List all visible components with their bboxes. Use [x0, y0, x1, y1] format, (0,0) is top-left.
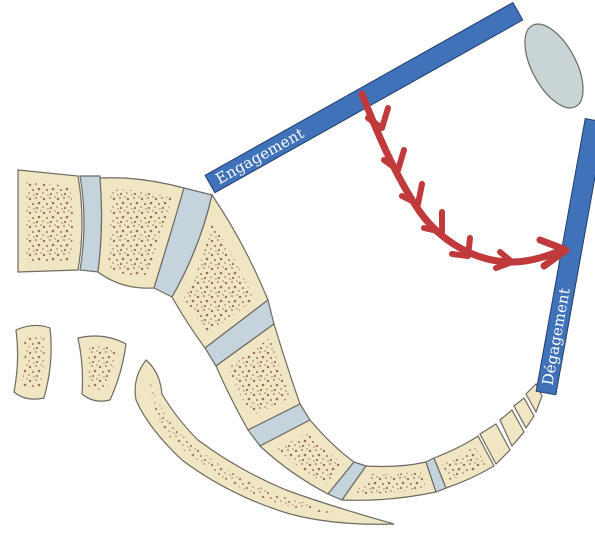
pubic-symphysis	[513, 15, 595, 117]
sacrum-coccyx	[172, 195, 542, 500]
inlet-label: Engagement	[213, 124, 308, 188]
curved-arrow	[362, 94, 566, 268]
spinous-process-1-marrow	[22, 336, 45, 389]
arrow-shaft	[362, 94, 562, 262]
disc-l4-l5	[80, 176, 102, 272]
vertebra-l4-marrow	[26, 182, 73, 263]
outlet-label: Dégagement	[539, 286, 574, 386]
